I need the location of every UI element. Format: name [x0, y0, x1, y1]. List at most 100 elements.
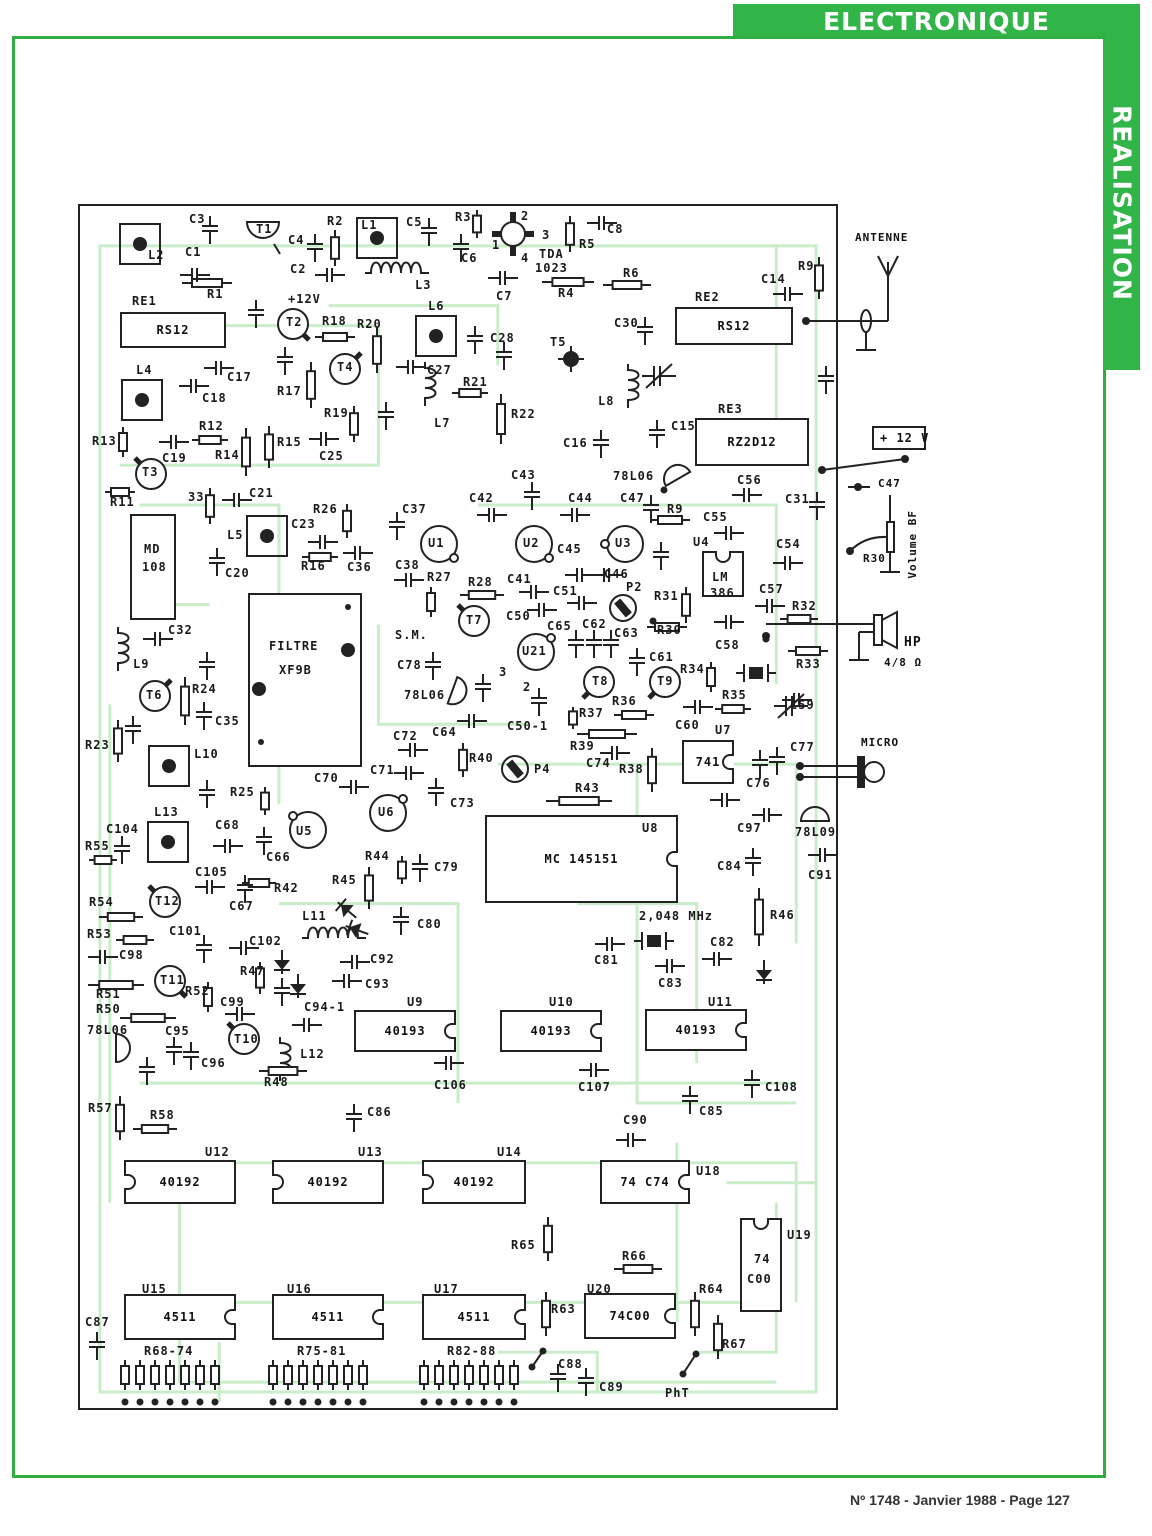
ic-u10-label: U10: [549, 995, 574, 1009]
capacitor-label: C67: [229, 899, 254, 913]
resistor-label: R47: [240, 964, 265, 978]
resistor-label: R28: [468, 575, 493, 589]
resistor-r20: [372, 327, 382, 373]
ic-u20-74c00: 74C00: [584, 1293, 676, 1339]
resistor-label: R2: [327, 214, 344, 228]
ic-u14-40192: 40192: [422, 1160, 526, 1204]
capacitor-c98: [88, 950, 118, 964]
capacitor-c62: [586, 630, 602, 658]
capacitor-symbol: [531, 688, 547, 716]
capacitor-label: C104: [106, 822, 139, 836]
capacitor-c51: [567, 596, 597, 610]
resistor-label: R17: [277, 384, 302, 398]
relay-re2: RS12: [675, 307, 793, 345]
inductor-l6: [415, 315, 457, 357]
capacitor-label: C81: [594, 953, 619, 967]
transistor-t5: [558, 346, 584, 372]
ic-u18-74c74: 74 C74: [600, 1160, 690, 1204]
resistor-r67: [713, 1315, 723, 1359]
pin-label: 3: [499, 665, 508, 679]
ic-notch: [224, 1309, 236, 1325]
capacitor-label: C58: [715, 638, 740, 652]
resistor-label: R22: [511, 407, 536, 421]
relay-re3: RZ2D12: [695, 418, 809, 466]
capacitor-label: C101: [169, 924, 202, 938]
resistor-label: R30: [657, 623, 682, 637]
capacitor-c83: [655, 959, 685, 973]
copper-trace: [328, 304, 500, 366]
resistor-array-element: [358, 1360, 368, 1390]
ic-notch: [753, 1218, 769, 1230]
capacitor-c42: [477, 508, 507, 522]
resistor-label: R37: [579, 706, 604, 720]
capacitor-label: C98: [119, 948, 144, 962]
module-u2-label: U2: [523, 536, 540, 550]
output-pad: [211, 1398, 219, 1406]
transistor-t5-label: T5: [550, 335, 567, 349]
resistor-r23: [113, 720, 123, 762]
resistor-label: R42: [274, 881, 299, 895]
relay-re1: RS12: [120, 312, 226, 348]
resistor-r37: [568, 707, 578, 729]
capacitor-c106: [434, 1056, 464, 1070]
inductor-l4: [121, 379, 163, 421]
output-pad: [329, 1398, 337, 1406]
resistor-r40: [458, 743, 468, 777]
ic-u19-part: 74: [754, 1252, 771, 1266]
resistor-array-element: [464, 1360, 474, 1390]
transistor-t2: [277, 308, 311, 342]
resistor-label: R57: [88, 1101, 113, 1115]
output-pad: [269, 1398, 277, 1406]
volume-r30-label: R30: [863, 552, 886, 565]
resistor-r63: [541, 1292, 551, 1336]
resistor-r64: [690, 1292, 700, 1336]
ic-u15-4511: 4511: [124, 1294, 236, 1340]
capacitor-label: C50: [506, 609, 531, 623]
resistor-r22: [496, 394, 506, 444]
resistor-label: R51: [96, 987, 121, 1001]
ic-notch: [272, 1174, 284, 1190]
capacitor-c105: [195, 880, 225, 894]
transistor-t7-label: T7: [466, 613, 483, 627]
capacitor-c14: [773, 287, 803, 301]
regulator-label: 78L06: [404, 688, 446, 702]
module-u21: [517, 633, 556, 671]
capacitor-label: C18: [202, 391, 227, 405]
output-pad: [510, 1398, 518, 1406]
resistor-label: R21: [463, 375, 488, 389]
resistor-label: R39: [570, 739, 595, 753]
capacitor-c65: [568, 630, 584, 658]
resistor-label: R38: [619, 762, 644, 776]
ic-notch: [715, 551, 731, 563]
capacitor-c64: [457, 714, 487, 728]
capacitor-c85: [682, 1086, 698, 1114]
capacitor-c38: [394, 573, 424, 587]
resistor-array-element: [313, 1360, 323, 1390]
resistor-array-element: [343, 1360, 353, 1390]
capacitor-label: C80: [417, 917, 442, 931]
resistor-label: R44: [365, 849, 390, 863]
capacitor-c86: [346, 1104, 362, 1132]
capacitor-label: C89: [599, 1380, 624, 1394]
variable-capacitor-c29: [642, 363, 676, 389]
resistor-label: R1: [207, 287, 224, 301]
capacitor-label: C92: [370, 952, 395, 966]
resistor-label: R46: [770, 908, 795, 922]
capacitor-c16: [593, 430, 609, 458]
regulator-78l06-a: [663, 463, 692, 488]
capacitor-c59: [782, 693, 812, 707]
capacitor-symbol: [125, 716, 141, 744]
resistor-r51: [88, 980, 144, 990]
capacitor-c88: [550, 1364, 566, 1392]
resistor-label: R9: [798, 259, 815, 273]
capacitor-c57: [755, 599, 785, 613]
resistor-label: R25: [230, 785, 255, 799]
capacitor-label: C32: [168, 623, 193, 637]
capacitor-c80: [393, 907, 409, 935]
speaker-label: HP: [904, 635, 922, 650]
capacitor-c89: [578, 1368, 594, 1396]
ic-u10-40193: 40193: [500, 1010, 602, 1052]
output-pad: [435, 1398, 443, 1406]
sm-label: S.M.: [395, 628, 428, 642]
